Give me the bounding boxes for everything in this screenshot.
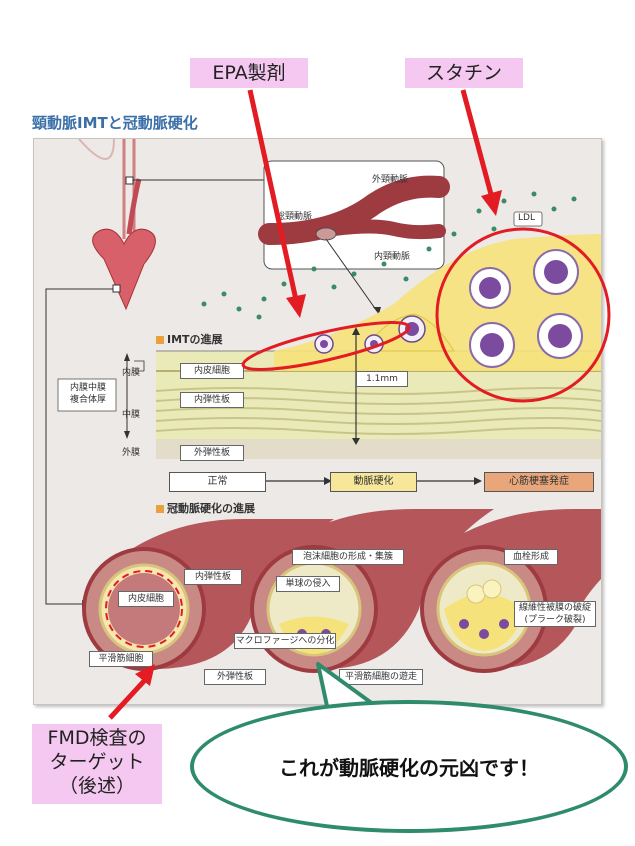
diagram-panel: 外頸動脈 総頸動脈 内頸動脈 LDL IMTの進展 内膜 中膜 外膜 内膜中膜 … <box>33 138 602 705</box>
diagram-title: 頸動脈IMTと冠動脈硬化 <box>32 114 198 132</box>
fmd-callout: FMD検査の ターゲット （後述） <box>32 724 162 804</box>
main-message-bubble: これが動脈硬化の元凶です！ <box>190 700 628 833</box>
label-coronary-external-elastic: 外弾性板 <box>204 669 266 685</box>
label-external-carotid: 外頸動脈 <box>372 175 409 185</box>
label-common-carotid: 総頸動脈 <box>276 212 313 222</box>
bubble-tail-cover <box>318 716 396 726</box>
carotid-vessel-shape <box>122 139 136 239</box>
stage-atherosclerosis: 動脈硬化 <box>330 472 417 492</box>
label-macrophage: マクロファージへの分化 <box>234 633 336 649</box>
coronary-vessel-rupture <box>420 509 601 673</box>
label-fibrous-cap: 線維性被膜の破綻 (プラーク破裂) <box>514 601 596 627</box>
label-foam-cell: 泡沫細胞の形成・集簇 <box>292 549 404 565</box>
label-thrombus: 血栓形成 <box>504 549 558 565</box>
stage-infarction: 心筋梗塞発症 <box>484 472 594 492</box>
label-internal-elastic-lamina: 内弾性板 <box>180 392 244 408</box>
label-coronary-internal-elastic: 内弾性板 <box>184 569 242 585</box>
epa-callout: EPA製剤 <box>190 58 308 88</box>
label-ldl: LDL <box>518 213 535 223</box>
label-intima: 内膜 <box>122 368 141 378</box>
label-coronary-endothelium: 内皮細胞 <box>118 591 174 607</box>
carotid-bifurcation-shape <box>258 175 450 245</box>
label-internal-carotid: 内頸動脈 <box>374 252 411 262</box>
label-monocyte: 単球の侵入 <box>276 576 340 592</box>
label-coronary-smooth-muscle: 平滑筋細胞 <box>89 651 153 667</box>
label-imc-thickness: 内膜中膜 複合体厚 <box>69 383 106 405</box>
label-media: 中膜 <box>122 410 141 420</box>
stage-normal: 正常 <box>169 472 266 492</box>
label-external-elastic-lamina: 外弾性板 <box>180 445 244 461</box>
imt-section-title: IMTの進展 <box>156 331 223 347</box>
statin-callout: スタチン <box>405 58 523 88</box>
label-sm-migration: 平滑筋細胞の遊走 <box>339 669 423 685</box>
coronary-section-title: 冠動脈硬化の進展 <box>156 500 255 516</box>
label-thickness: 1.1mm <box>356 371 408 387</box>
heart-icon <box>92 178 156 311</box>
label-endothelium: 内皮細胞 <box>180 363 244 379</box>
label-adventitia: 外膜 <box>122 448 141 458</box>
main-message: これが動脈硬化の元凶です！ <box>279 756 539 780</box>
